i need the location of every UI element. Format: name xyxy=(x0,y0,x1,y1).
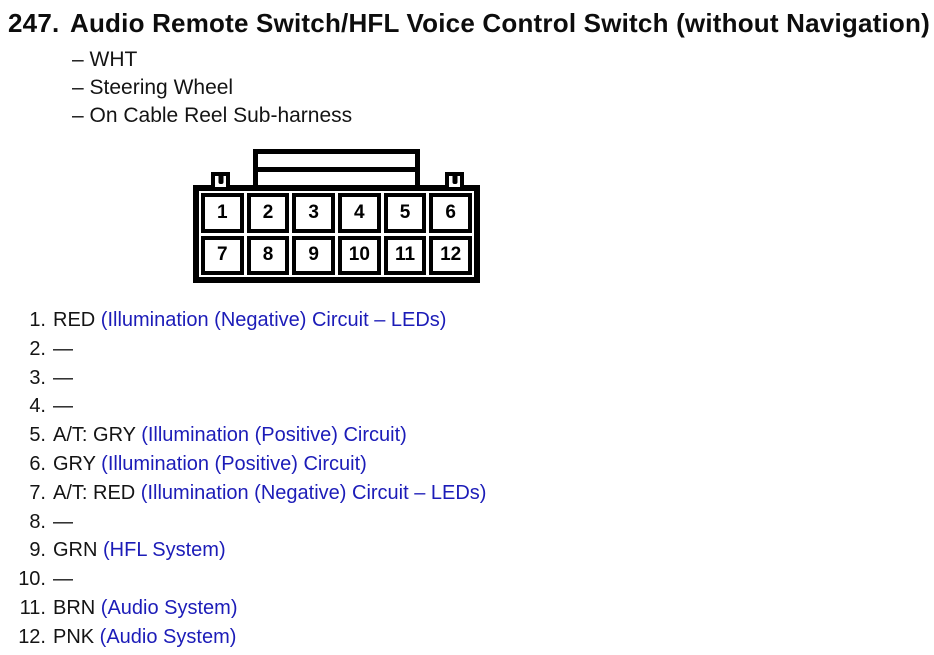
pin-cell-4: 4 xyxy=(338,193,381,233)
pin-cell-9: 9 xyxy=(292,235,335,275)
connector-diagram: 1 2 3 4 5 6 7 8 9 10 11 12 xyxy=(193,149,480,283)
pinout-row-2: 2. — xyxy=(0,335,934,364)
wire-color: A/T: GRY xyxy=(53,424,136,447)
pin-number: 2. xyxy=(29,337,46,360)
subitem-wire-color: – WHT xyxy=(72,48,138,71)
pinout-row-3: 3. — xyxy=(0,364,934,393)
pinout-row-4: 4. — xyxy=(0,392,934,421)
subitem-harness: – On Cable Reel Sub-harness xyxy=(72,104,353,127)
wire-color: A/T: RED xyxy=(53,481,136,504)
wire-color: — xyxy=(53,395,73,418)
pin-grid: 1 2 3 4 5 6 7 8 9 10 11 12 xyxy=(199,191,474,277)
page-title: 247. Audio Remote Switch/HFL Voice Contr… xyxy=(0,0,934,38)
connector-body: 1 2 3 4 5 6 7 8 9 10 11 12 xyxy=(193,185,480,283)
wire-color: BRN xyxy=(53,596,96,619)
title-number: 247. xyxy=(8,8,60,38)
pin-cell-8: 8 xyxy=(246,235,290,275)
pin-cell-11: 11 xyxy=(383,235,427,275)
pinout-list: 1. RED (Illumination (Negative) Circuit … xyxy=(0,306,934,652)
circuit-label: (Audio System) xyxy=(94,625,237,648)
circuit-label: (Illumination (Positive) Circuit) xyxy=(135,424,407,447)
pin-cell-3: 3 xyxy=(292,193,335,233)
pinout-row-6: 6. GRY (Illumination (Positive) Circuit) xyxy=(0,450,934,479)
pin-number: 3. xyxy=(29,366,46,389)
pin-number: 6. xyxy=(29,452,46,475)
pinout-row-10: 10. — xyxy=(0,565,934,594)
pinout-row-5: 5. A/T: GRY (Illumination (Positive) Cir… xyxy=(0,421,934,450)
pin-number: 8. xyxy=(29,510,46,533)
circuit-label: (Audio System) xyxy=(95,596,238,619)
wire-color: GRY xyxy=(53,452,96,475)
pin-cell-12: 12 xyxy=(429,235,472,275)
title-text: Audio Remote Switch/HFL Voice Control Sw… xyxy=(70,8,930,38)
pinout-row-1: 1. RED (Illumination (Negative) Circuit … xyxy=(0,306,934,335)
wire-color: — xyxy=(53,510,73,533)
pin-cell-10: 10 xyxy=(338,235,381,275)
pinout-row-9: 9. GRN (HFL System) xyxy=(0,536,934,565)
wire-color: RED xyxy=(53,309,96,331)
pin-cell-6: 6 xyxy=(429,193,472,233)
wire-color: — xyxy=(53,366,73,389)
pin-cell-5: 5 xyxy=(383,193,427,233)
circuit-label: (Illumination (Negative) Circuit – LEDs) xyxy=(135,481,487,504)
wire-color: GRN xyxy=(53,539,98,562)
pin-cell-2: 2 xyxy=(246,193,290,233)
subitem-location: – Steering Wheel xyxy=(72,76,234,99)
connector-notch-right xyxy=(445,172,464,187)
connector-notch-left xyxy=(211,172,230,187)
pin-number: 7. xyxy=(29,481,46,504)
pinout-row-8: 8. — xyxy=(0,508,934,537)
pin-cell-1: 1 xyxy=(201,193,244,233)
wire-color: PNK xyxy=(53,625,95,648)
circuit-label: (Illumination (Negative) Circuit – LEDs) xyxy=(95,309,447,331)
pin-number: 4. xyxy=(29,395,46,418)
pinout-row-12: 12. PNK (Audio System) xyxy=(0,623,934,652)
pin-number: 11. xyxy=(19,596,46,619)
pin-cell-7: 7 xyxy=(201,235,244,275)
circuit-label: (HFL System) xyxy=(97,539,226,562)
pinout-row-7: 7. A/T: RED (Illumination (Negative) Cir… xyxy=(0,479,934,508)
pin-number: 5. xyxy=(29,424,46,447)
pin-number: 9. xyxy=(29,539,46,562)
connector-latch-line xyxy=(258,167,415,172)
pin-number: 1. xyxy=(29,309,46,331)
circuit-label: (Illumination (Positive) Circuit) xyxy=(95,452,367,475)
connector-latch xyxy=(253,149,420,187)
pin-number: 12. xyxy=(18,625,46,648)
title-subitems: – WHT – Steering Wheel – On Cable Reel S… xyxy=(72,46,934,130)
wire-color: — xyxy=(53,337,73,360)
pin-number: 10. xyxy=(18,568,46,591)
wire-color: — xyxy=(53,568,73,591)
pinout-row-11: 11. BRN (Audio System) xyxy=(0,594,934,623)
